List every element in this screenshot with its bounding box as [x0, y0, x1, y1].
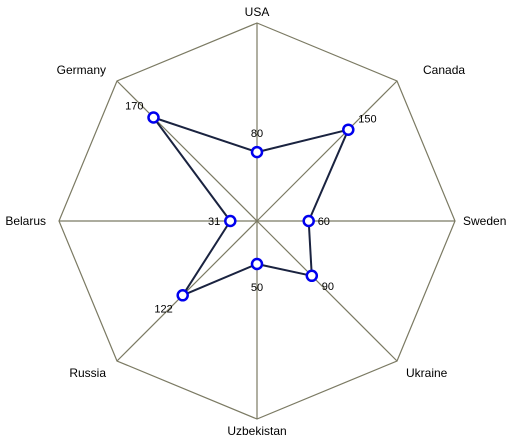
- axis-label-usa: USA: [245, 5, 270, 19]
- radar-spoke-canada: [256, 80, 398, 222]
- axis-label-sweden: Sweden: [463, 214, 506, 228]
- data-point-sweden: [302, 214, 315, 228]
- data-point-usa: [250, 145, 264, 159]
- data-point-russia: [176, 289, 189, 302]
- axis-label-uzbekistan: Uzbekistan: [227, 424, 286, 438]
- data-point-belarus: [224, 214, 237, 228]
- axis-label-belarus: Belarus: [5, 214, 46, 228]
- radar-spoke-germany: [116, 80, 258, 222]
- data-label-canada: 150: [358, 114, 376, 126]
- radar-spoke-ukraine: [256, 220, 398, 362]
- axis-label-germany: Germany: [57, 63, 106, 77]
- series-line: [152, 116, 350, 297]
- data-label-belarus: 31: [208, 216, 220, 228]
- axis-label-russia: Russia: [69, 366, 106, 380]
- data-label-sweden: 60: [318, 216, 330, 228]
- axis-label-ukraine: Ukraine: [406, 366, 448, 380]
- data-point-canada: [342, 123, 355, 136]
- data-point-germany: [147, 111, 160, 124]
- data-label-ukraine: 90: [322, 281, 334, 293]
- data-label-uzbekistan: 50: [251, 282, 263, 294]
- data-label-germany: 170: [125, 101, 143, 113]
- axis-label-canada: Canada: [423, 63, 465, 77]
- data-label-usa: 80: [251, 128, 263, 140]
- data-label-russia: 122: [154, 303, 172, 315]
- data-point-uzbekistan: [250, 257, 264, 271]
- data-point-ukraine: [305, 269, 319, 283]
